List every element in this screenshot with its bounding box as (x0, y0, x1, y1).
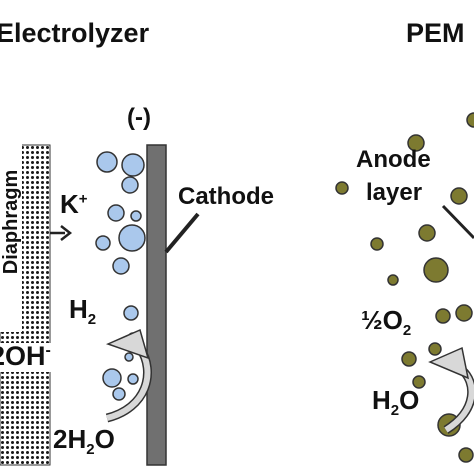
bubble (127, 373, 139, 385)
water-subscript: 2 (86, 441, 95, 459)
right-panel-title: PEM (406, 18, 465, 48)
anode-leader-line (441, 204, 474, 240)
water-suffix: O (94, 424, 115, 454)
ion-flow-arrow (50, 225, 73, 241)
bubble (121, 153, 145, 177)
oxygen-prefix: ½O (361, 305, 403, 335)
bubble (124, 352, 134, 362)
reaction-arrow-left (105, 328, 152, 423)
oxygen-label: ½O2 (361, 307, 411, 338)
cathode-plate (146, 144, 167, 466)
hydrogen-symbol: H (69, 294, 88, 324)
hydroxide-label: 2OH- (0, 343, 54, 372)
particle (466, 112, 474, 128)
cathode-leader-line (164, 212, 200, 254)
particle (335, 181, 349, 195)
potassium-symbol: K (60, 189, 79, 219)
particle (407, 134, 425, 152)
reaction-arrow-right (428, 346, 474, 434)
bubble (130, 210, 142, 222)
diaphragm-label-backdrop (0, 142, 22, 332)
hydrogen-bubbles (95, 151, 146, 401)
potassium-charge: + (78, 190, 88, 208)
potassium-ion-label: K+ (60, 191, 88, 217)
cathode-label: Cathode (178, 183, 274, 210)
polarity-label: (-) (127, 104, 151, 131)
bubble (95, 235, 111, 251)
bubble (121, 176, 139, 194)
bubble (123, 305, 139, 321)
anode-layer-label-line2: layer (366, 179, 423, 206)
bubble (107, 204, 125, 222)
particle (401, 351, 417, 367)
particle (412, 375, 426, 389)
hydrogen-subscript: 2 (87, 311, 97, 329)
bubble (96, 151, 118, 173)
particle (418, 224, 436, 242)
bubble (118, 224, 146, 252)
hydroxide-symbol: 2OH (0, 341, 46, 371)
particle (450, 187, 468, 205)
hydrogen-label: H2 (69, 296, 96, 327)
hydroxide-charge: - (45, 342, 51, 359)
anode-layer-label-line1: Anode (356, 146, 431, 173)
bubble (102, 368, 122, 388)
bubble (112, 257, 130, 275)
particle (455, 304, 473, 322)
particle (428, 342, 442, 356)
diaphragm-label: Diaphragm (0, 169, 22, 275)
water-prefix: H (372, 385, 391, 415)
particle (423, 257, 449, 283)
water-subscript: 2 (390, 402, 400, 420)
water-suffix: O (399, 385, 420, 415)
water-label-right: H2O (372, 387, 419, 418)
anode-particles (335, 112, 474, 463)
water-label-left: 2H2O (53, 426, 115, 457)
oxygen-subscript: 2 (402, 322, 412, 340)
water-prefix: 2H (53, 424, 87, 454)
particle (387, 274, 399, 286)
bubble (112, 387, 126, 401)
particle (435, 308, 451, 324)
particle (370, 237, 384, 251)
particle (458, 447, 474, 463)
left-panel-title: Electrolyzer (0, 18, 150, 48)
